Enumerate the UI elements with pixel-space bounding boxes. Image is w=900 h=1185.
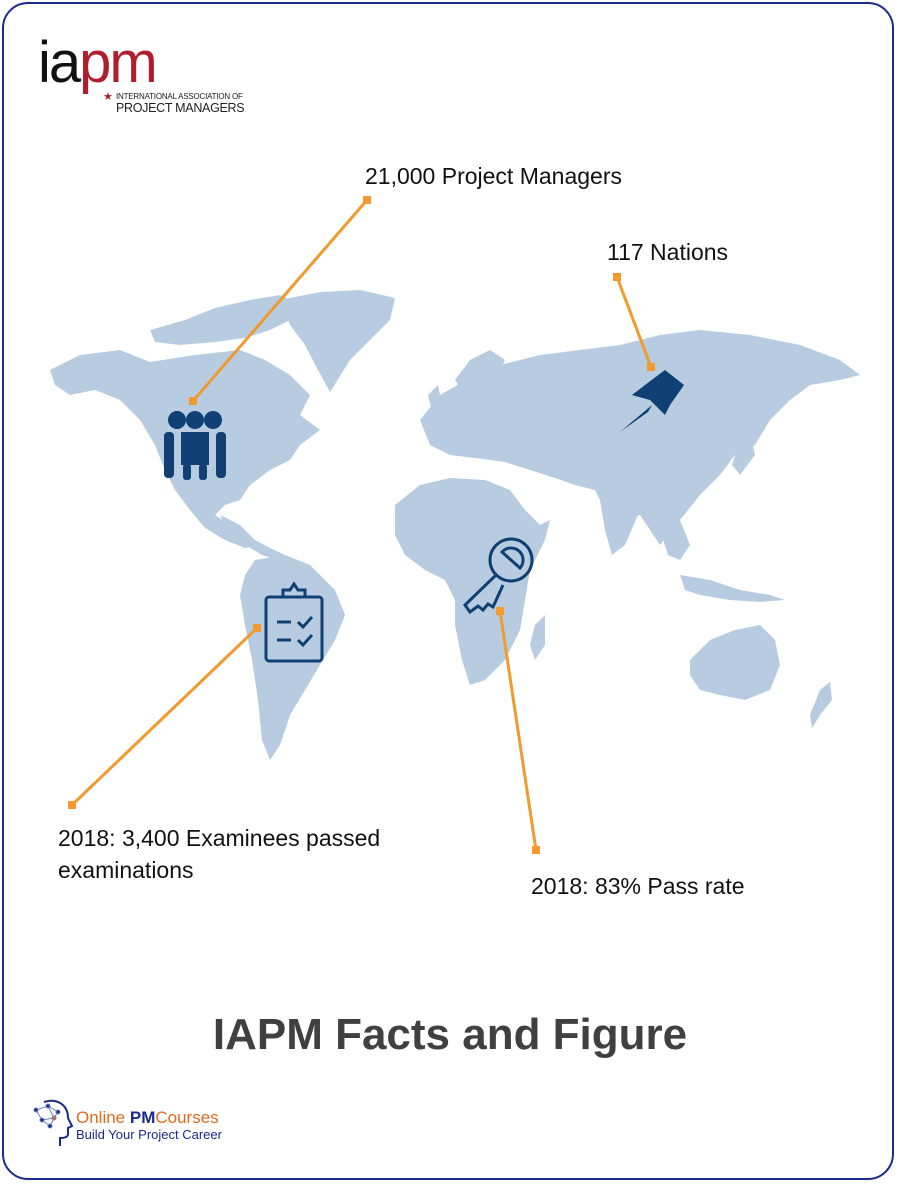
callout-line-examinees [70, 626, 259, 807]
footer-brand: Online PMCourses [76, 1108, 219, 1128]
scandinavia [455, 350, 505, 395]
fact-nations: 117 Nations [607, 239, 729, 265]
online-pm-courses-logo: Online PMCourses Build Your Project Care… [30, 1096, 222, 1153]
continents [50, 290, 860, 760]
callout-line-project-managers [191, 199, 369, 402]
page-title: IAPM Facts and Figure [212, 1010, 688, 1059]
brand-courses: Courses [155, 1108, 219, 1127]
fact-examinees-line1: 2018: 3,400 Examinees passed [58, 825, 381, 851]
star-icon: ★ [103, 91, 113, 103]
clipboard-checklist-icon [264, 581, 324, 663]
brand-pm: PM [129, 1108, 156, 1127]
new-zealand [810, 682, 832, 728]
madagascar [530, 615, 545, 660]
callout-line-pass-rate [498, 610, 538, 851]
central-america [220, 515, 285, 560]
people-group-icon [164, 411, 226, 480]
iapm-logo: iapm ★ INTERNATIONAL ASSOCIATION OF PROJ… [38, 34, 245, 116]
fact-examinees-line2: examinations [58, 857, 194, 883]
logo-tagline-2: PROJECT MANAGERS [116, 101, 245, 115]
australia [690, 625, 780, 700]
logo-letters: iapm [38, 34, 158, 92]
arctic-islands [150, 295, 300, 345]
brain-network-head-icon [33, 1099, 74, 1146]
africa [395, 478, 550, 685]
japan [732, 430, 755, 475]
fact-project-managers: 21,000 Project Managers [365, 163, 622, 189]
uk [428, 385, 442, 412]
logo-tagline-1: INTERNATIONAL ASSOCIATION OF [116, 92, 243, 101]
callout-line-nations [615, 276, 653, 368]
logo-letters-red: pm [79, 30, 158, 95]
pushpin-icon [620, 370, 684, 432]
eurasia [420, 330, 860, 545]
indonesia [680, 575, 785, 602]
logo-letters-black: ia [38, 30, 81, 95]
callout-lines [68, 196, 655, 854]
brand-online: Online [76, 1108, 130, 1127]
key-icon [463, 537, 534, 615]
greenland [280, 290, 395, 392]
southeast-asia [660, 520, 690, 560]
india [600, 495, 640, 555]
fact-pass-rate: 2018: 83% Pass rate [531, 873, 745, 899]
footer-tagline: Build Your Project Career [76, 1127, 222, 1142]
